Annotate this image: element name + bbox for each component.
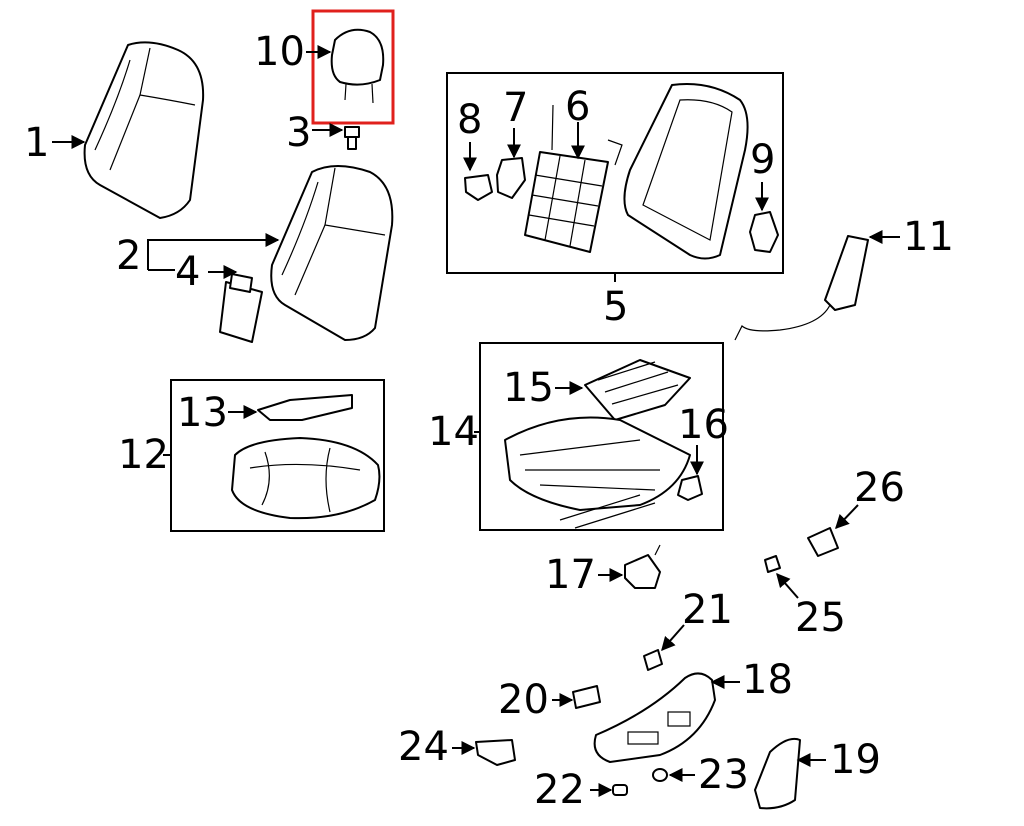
side-shield-part-18[interactable] bbox=[593, 672, 716, 763]
callout-7: 7 bbox=[503, 85, 529, 131]
callout-8: 8 bbox=[457, 97, 483, 143]
recliner-cover-part-9[interactable] bbox=[749, 211, 779, 253]
side-airbag-part-11[interactable] bbox=[734, 235, 869, 341]
callout-1: 1 bbox=[24, 120, 50, 166]
seat-back-pad-part-2[interactable] bbox=[270, 165, 394, 341]
callout-19: 19 bbox=[830, 737, 881, 783]
callout-5: 5 bbox=[603, 284, 629, 330]
callout-13: 13 bbox=[177, 390, 228, 436]
callout-11: 11 bbox=[903, 214, 954, 260]
callout-6: 6 bbox=[565, 84, 591, 130]
callout-26: 26 bbox=[854, 465, 905, 511]
cap-part-22[interactable] bbox=[612, 784, 628, 796]
lumbar-support-part-6[interactable] bbox=[524, 104, 623, 253]
callout-14: 14 bbox=[428, 409, 479, 455]
callout-21: 21 bbox=[682, 587, 733, 633]
plug-part-23[interactable] bbox=[652, 768, 668, 782]
callout-2: 2 bbox=[116, 233, 142, 279]
callout-3: 3 bbox=[286, 110, 312, 156]
seat-track-frame[interactable] bbox=[504, 416, 691, 529]
switch-part-20[interactable] bbox=[572, 685, 601, 709]
seat-control-module-part-17[interactable] bbox=[624, 544, 661, 589]
callout-16: 16 bbox=[678, 402, 729, 448]
cushion-spring-part-15[interactable] bbox=[584, 359, 691, 421]
seat-motor-part-16[interactable] bbox=[677, 475, 703, 501]
clip-part-25[interactable] bbox=[764, 555, 781, 573]
occupant-sensor-part-13[interactable] bbox=[257, 394, 353, 421]
callout-18: 18 bbox=[742, 657, 793, 703]
callout-4: 4 bbox=[175, 249, 201, 295]
seat-cushion-cover[interactable] bbox=[231, 437, 381, 520]
callout-12: 12 bbox=[118, 432, 169, 478]
callout-22: 22 bbox=[534, 767, 585, 813]
cover-part-19[interactable] bbox=[754, 737, 801, 810]
sensor-pad-part-4[interactable] bbox=[219, 273, 263, 343]
seat-frame-box bbox=[479, 342, 724, 531]
headrest-guide-part-3[interactable] bbox=[344, 126, 360, 150]
callout-25: 25 bbox=[795, 595, 846, 641]
module-part-24[interactable] bbox=[475, 739, 516, 766]
seat-back-cover-part-1[interactable] bbox=[83, 41, 205, 219]
callout-10: 10 bbox=[254, 29, 305, 75]
lumbar-motor-part-7[interactable] bbox=[496, 157, 526, 199]
bracket-part-8[interactable] bbox=[464, 174, 493, 201]
clip-part-26[interactable] bbox=[807, 527, 839, 557]
callout-15: 15 bbox=[503, 365, 554, 411]
callout-20: 20 bbox=[498, 677, 549, 723]
callout-24: 24 bbox=[398, 724, 449, 770]
highlight-box bbox=[311, 9, 395, 125]
callout-9: 9 bbox=[750, 137, 776, 183]
headrest-part-10[interactable] bbox=[330, 28, 385, 104]
seat-back-frame[interactable] bbox=[623, 83, 749, 260]
callout-23: 23 bbox=[698, 752, 749, 798]
switch-part-21[interactable] bbox=[643, 649, 663, 671]
callout-17: 17 bbox=[545, 552, 596, 598]
